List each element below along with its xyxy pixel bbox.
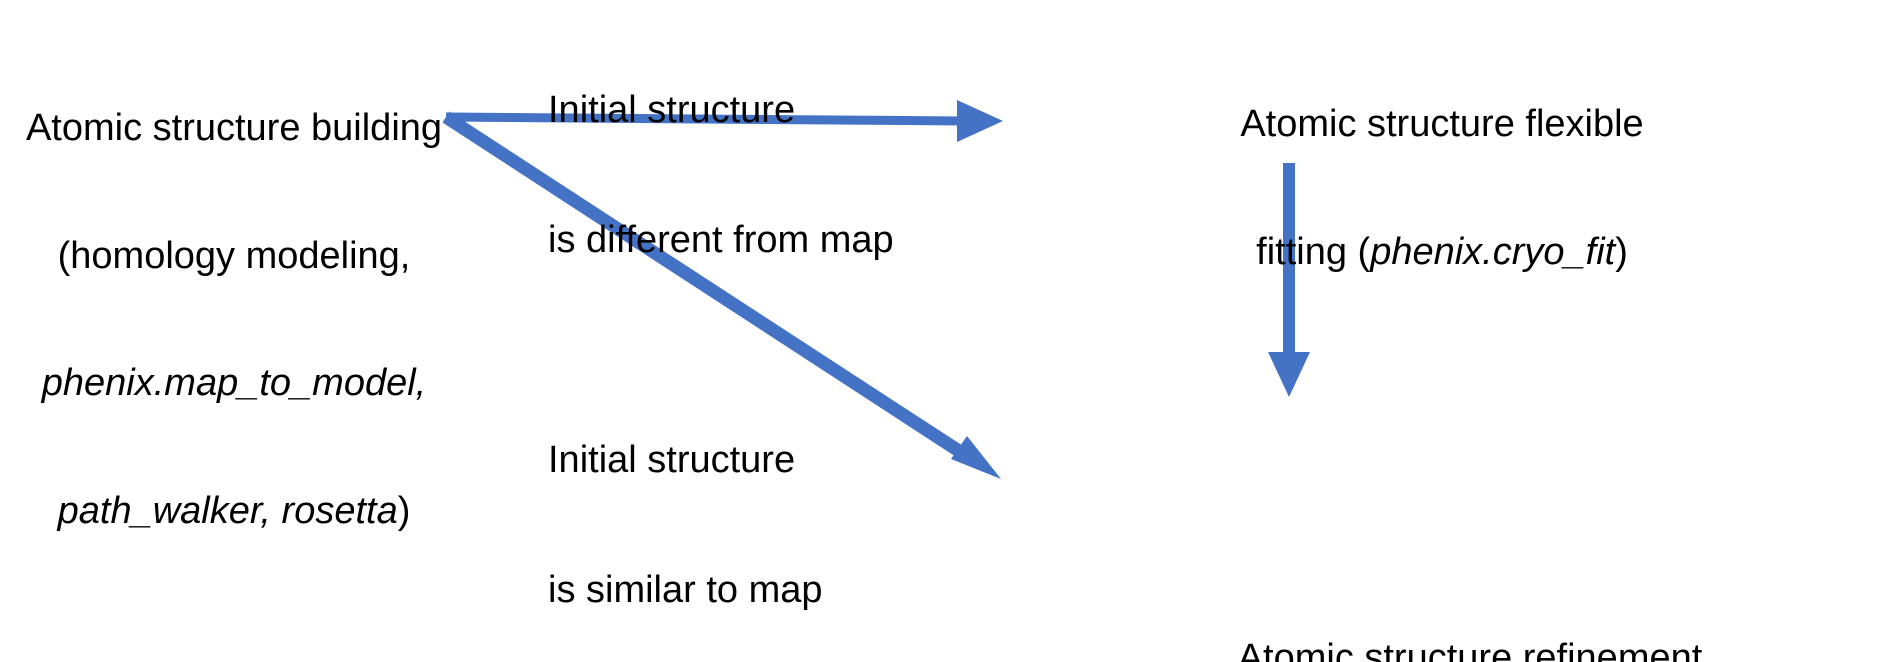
edge-label-initial-structure-different: Initial structure is different from map [548, 2, 968, 349]
program-path-walker-rosetta: path_walker, rosetta [57, 490, 398, 533]
edge-label-different-line-2: is different from map [548, 218, 894, 261]
node-atomic-structure-building: Atomic structure building (homology mode… [4, 22, 464, 618]
edge-label-different-line-1: Initial structure [548, 88, 796, 131]
node-flexfit-line-2-head: fitting ( [1256, 230, 1371, 273]
node-build-line-1: Atomic structure building [25, 107, 443, 150]
node-build-line-3: phenix.map_to_model, [4, 362, 464, 405]
node-build-line-4: path_walker, rosetta) [4, 490, 464, 533]
arrow-head-vertical [1268, 352, 1310, 397]
node-build-line-4-tail: ) [397, 490, 411, 533]
program-phenix-map-to-model: phenix.map_to_model, [41, 362, 427, 405]
program-phenix-cryo-fit: phenix.cryo_fit [1370, 230, 1616, 273]
edge-label-initial-structure-similar: Initial structure is similar to map [548, 352, 968, 662]
node-flexfit-line-2: fitting (phenix.cryo_fit) [1080, 231, 1804, 274]
node-build-line-2: (homology modeling, [57, 234, 411, 277]
node-refine-line-1: Atomic structure refinement [1237, 637, 1703, 662]
node-atomic-structure-flexible-fitting: Atomic structure flexible fitting (pheni… [1080, 18, 1804, 358]
node-flexfit-line-1: Atomic structure flexible [1240, 103, 1644, 146]
node-atomic-structure-refinement: Atomic structure refinement (phenix.real… [1056, 552, 1884, 662]
edge-label-similar-line-1: Initial structure [548, 438, 796, 481]
node-flexfit-line-2-tail: ) [1615, 230, 1628, 273]
edge-label-similar-line-2: is similar to map [548, 568, 823, 611]
